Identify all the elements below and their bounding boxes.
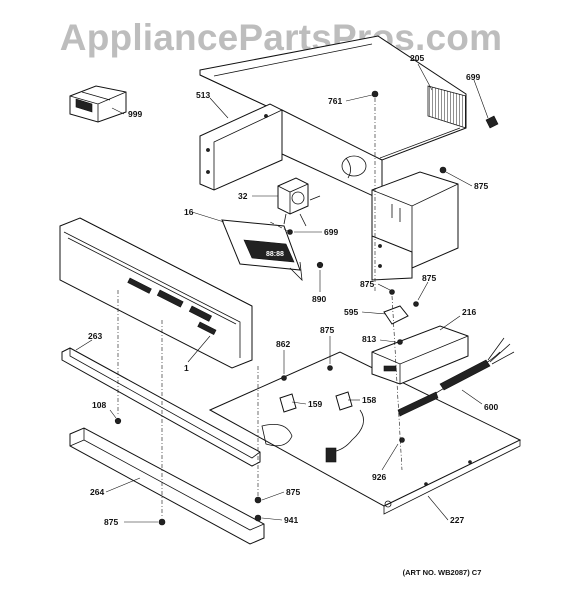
callout-699-mid: 699 — [324, 227, 338, 237]
callout-875-b: 875 — [422, 273, 436, 283]
part-16-control-board: 88:88 — [221, 219, 303, 282]
part-32-fan-motor — [277, 177, 321, 227]
panel-buttons — [127, 277, 217, 336]
callout-513: 513 — [196, 90, 210, 100]
part-1-control-panel — [59, 217, 253, 369]
callout-761: 761 — [328, 96, 342, 106]
callout-32: 32 — [238, 191, 248, 201]
callout-875-a: 875 — [360, 279, 374, 289]
callout-941: 941 — [284, 515, 298, 525]
part-999-box — [69, 85, 127, 123]
callout-890: 890 — [312, 294, 326, 304]
part-600-wire-harness — [325, 337, 515, 463]
assembly-lines — [117, 98, 403, 518]
callout-16: 16 — [184, 207, 194, 217]
callout-875-c: 875 — [320, 325, 334, 335]
part-159-switch — [279, 393, 297, 413]
callout-227: 227 — [450, 515, 464, 525]
part-227-bottom-tray — [208, 351, 522, 515]
display-digits: 88:88 — [266, 251, 284, 258]
leader-lines — [75, 63, 489, 523]
part-264-lower-trim — [69, 427, 265, 545]
callout-999: 999 — [128, 109, 142, 119]
callout-1: 1 — [184, 363, 189, 373]
callout-875-d: 875 — [286, 487, 300, 497]
art-number: (ART NO. WB2087) C7 — [403, 568, 482, 577]
callout-108: 108 — [92, 400, 106, 410]
callout-699-top: 699 — [466, 72, 480, 82]
callout-595: 595 — [344, 307, 358, 317]
part-right-side-panel — [371, 171, 459, 281]
part-513-back-panel — [199, 103, 283, 191]
part-158-switch — [335, 391, 353, 411]
callout-813: 813 — [362, 334, 376, 344]
part-216-terminal-cover — [371, 325, 469, 385]
callout-158: 158 — [362, 395, 376, 405]
callout-600: 600 — [484, 402, 498, 412]
part-263-trim-bar — [61, 347, 261, 467]
callout-862: 862 — [276, 339, 290, 349]
callout-875-e: 875 — [104, 517, 118, 527]
callout-926: 926 — [372, 472, 386, 482]
callout-875-right: 875 — [474, 181, 488, 191]
callout-159: 159 — [308, 399, 322, 409]
callout-216: 216 — [462, 307, 476, 317]
part-595-bracket — [383, 305, 409, 325]
watermark-text: AppliancePartsPros.com — [60, 17, 502, 58]
screws — [114, 90, 499, 526]
callout-264: 264 — [90, 487, 104, 497]
callout-labels: 999 513 761 205 699 875 32 16 699 875 87… — [88, 53, 498, 527]
part-205-top-cover — [199, 35, 467, 168]
callout-263: 263 — [88, 331, 102, 341]
callout-205: 205 — [410, 53, 424, 63]
